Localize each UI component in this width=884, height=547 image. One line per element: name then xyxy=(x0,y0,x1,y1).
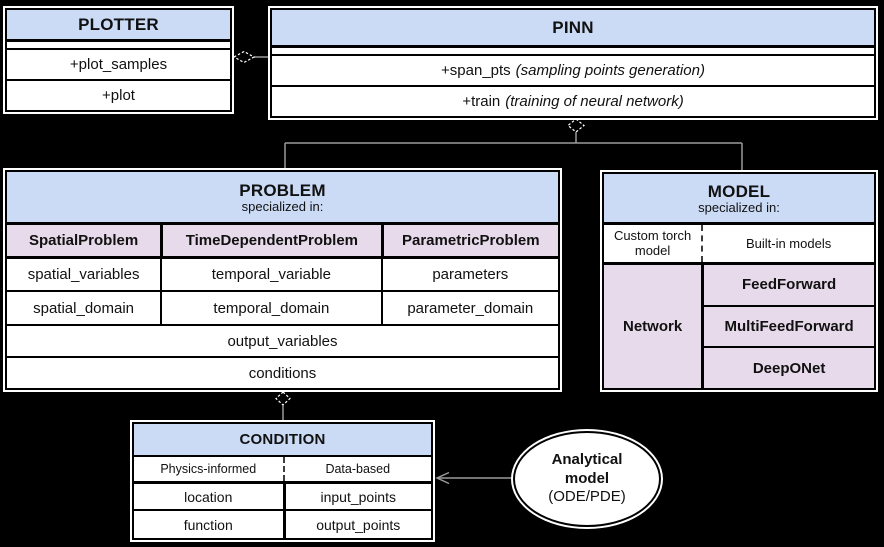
model-feedforward: FeedForward xyxy=(704,265,874,305)
problem-header: PROBLEM specialized in: xyxy=(7,172,558,222)
problem-title: PROBLEM xyxy=(239,180,326,200)
problem-subtitle: specialized in: xyxy=(241,198,324,214)
attr-spatial-domain: spatial_domain xyxy=(33,299,135,317)
model-title: MODEL xyxy=(707,181,771,201)
model-header: MODEL specialized in: xyxy=(604,174,874,222)
attr-conditions: conditions xyxy=(7,356,558,388)
condition-attr-row: function output_points xyxy=(134,509,431,538)
plotter-aggregation-diamond-icon xyxy=(232,50,256,64)
model-custom-torch-label: Custom torch model xyxy=(613,227,692,258)
analytical-model-line2: model xyxy=(564,469,610,487)
condition-class-box: CONDITION Physics-informed Data-based lo… xyxy=(130,420,435,542)
pinn-header: PINN xyxy=(272,10,874,48)
problem-attr-row: spatial_domain temporal_domain parameter… xyxy=(7,290,558,324)
plotter-title: PLOTTER xyxy=(78,14,159,34)
attr-output-points: output_points xyxy=(282,511,432,538)
pinn-method-name: +span_pts xyxy=(441,62,511,79)
attr-function: function xyxy=(183,516,233,533)
attr-parameters: parameters xyxy=(380,259,558,290)
pinn-aggregation-diamond-icon xyxy=(567,118,585,133)
model-class-box: MODEL specialized in: Custom torch model… xyxy=(600,170,878,392)
model-builtin-column: FeedForward MultiFeedForward DeepONet xyxy=(701,265,874,389)
plotter-method-row: +plot_samples xyxy=(7,48,230,79)
condition-data-based-label: Data-based xyxy=(282,457,432,481)
model-builtin-label: Built-in models xyxy=(701,225,874,262)
subclass-spatial-problem: SpatialProblem xyxy=(7,225,161,256)
problem-subclass-row: SpatialProblem TimeDependentProblem Para… xyxy=(7,222,558,259)
attr-location: location xyxy=(184,488,233,505)
condition-header: CONDITION xyxy=(134,424,431,455)
open-arrowhead-icon xyxy=(435,471,450,485)
subclass-parametric-problem: ParametricProblem xyxy=(380,225,558,256)
plotter-class-box: PLOTTER +plot_samples +plot xyxy=(3,6,234,114)
pinn-method-note: (training of neural network) xyxy=(505,93,684,110)
problem-attr-row: spatial_variables temporal_variable para… xyxy=(7,259,558,290)
analytical-model-content: Analytical model (ODE/PDE) xyxy=(513,431,661,527)
model-deeponet: DeepONet xyxy=(704,346,874,389)
model-multifeedforward: MultiFeedForward xyxy=(704,304,874,347)
plotter-header: PLOTTER xyxy=(7,10,230,42)
condition-kind-row: Physics-informed Data-based xyxy=(134,455,431,481)
condition-physics-informed-label: Physics-informed xyxy=(160,462,257,476)
condition-attr-row: location input_points xyxy=(134,481,431,509)
attr-parameter-domain: parameter_domain xyxy=(380,292,558,324)
pinn-class-box: PINN +span_pts (sampling points generati… xyxy=(268,6,878,120)
attr-temporal-variable: temporal_variable xyxy=(160,259,380,290)
analytical-model-ellipse: Analytical model (ODE/PDE) xyxy=(511,429,663,529)
pinn-method-row: +span_pts (sampling points generation) xyxy=(272,54,874,85)
problem-class-box: PROBLEM specialized in: SpatialProblem T… xyxy=(3,168,562,392)
model-grid: Network FeedForward MultiFeedForward Dee… xyxy=(604,262,874,389)
attr-input-points: input_points xyxy=(282,484,432,509)
pinn-method-note: (sampling points generation) xyxy=(515,62,705,79)
analytical-model-line1: Analytical xyxy=(551,450,623,468)
attr-output-variables: output_variables xyxy=(7,324,558,356)
model-kind-row: Custom torch model Built-in models xyxy=(604,222,874,262)
attr-temporal-domain: temporal_domain xyxy=(160,292,380,324)
pinn-method-row: +train (training of neural network) xyxy=(272,85,874,116)
model-subtitle: specialized in: xyxy=(698,199,780,215)
analytical-model-line3: (ODE/PDE) xyxy=(548,488,626,506)
model-network-cell: Network xyxy=(604,265,702,388)
condition-title: CONDITION xyxy=(239,431,326,448)
plotter-method-row: +plot xyxy=(7,79,230,110)
problem-aggregation-diamond-icon xyxy=(275,391,291,406)
pinn-title: PINN xyxy=(552,17,594,37)
subclass-time-dependent-problem: TimeDependentProblem xyxy=(160,225,381,256)
pinn-method-name: +train xyxy=(462,93,501,110)
attr-spatial-variables: spatial_variables xyxy=(27,266,140,283)
